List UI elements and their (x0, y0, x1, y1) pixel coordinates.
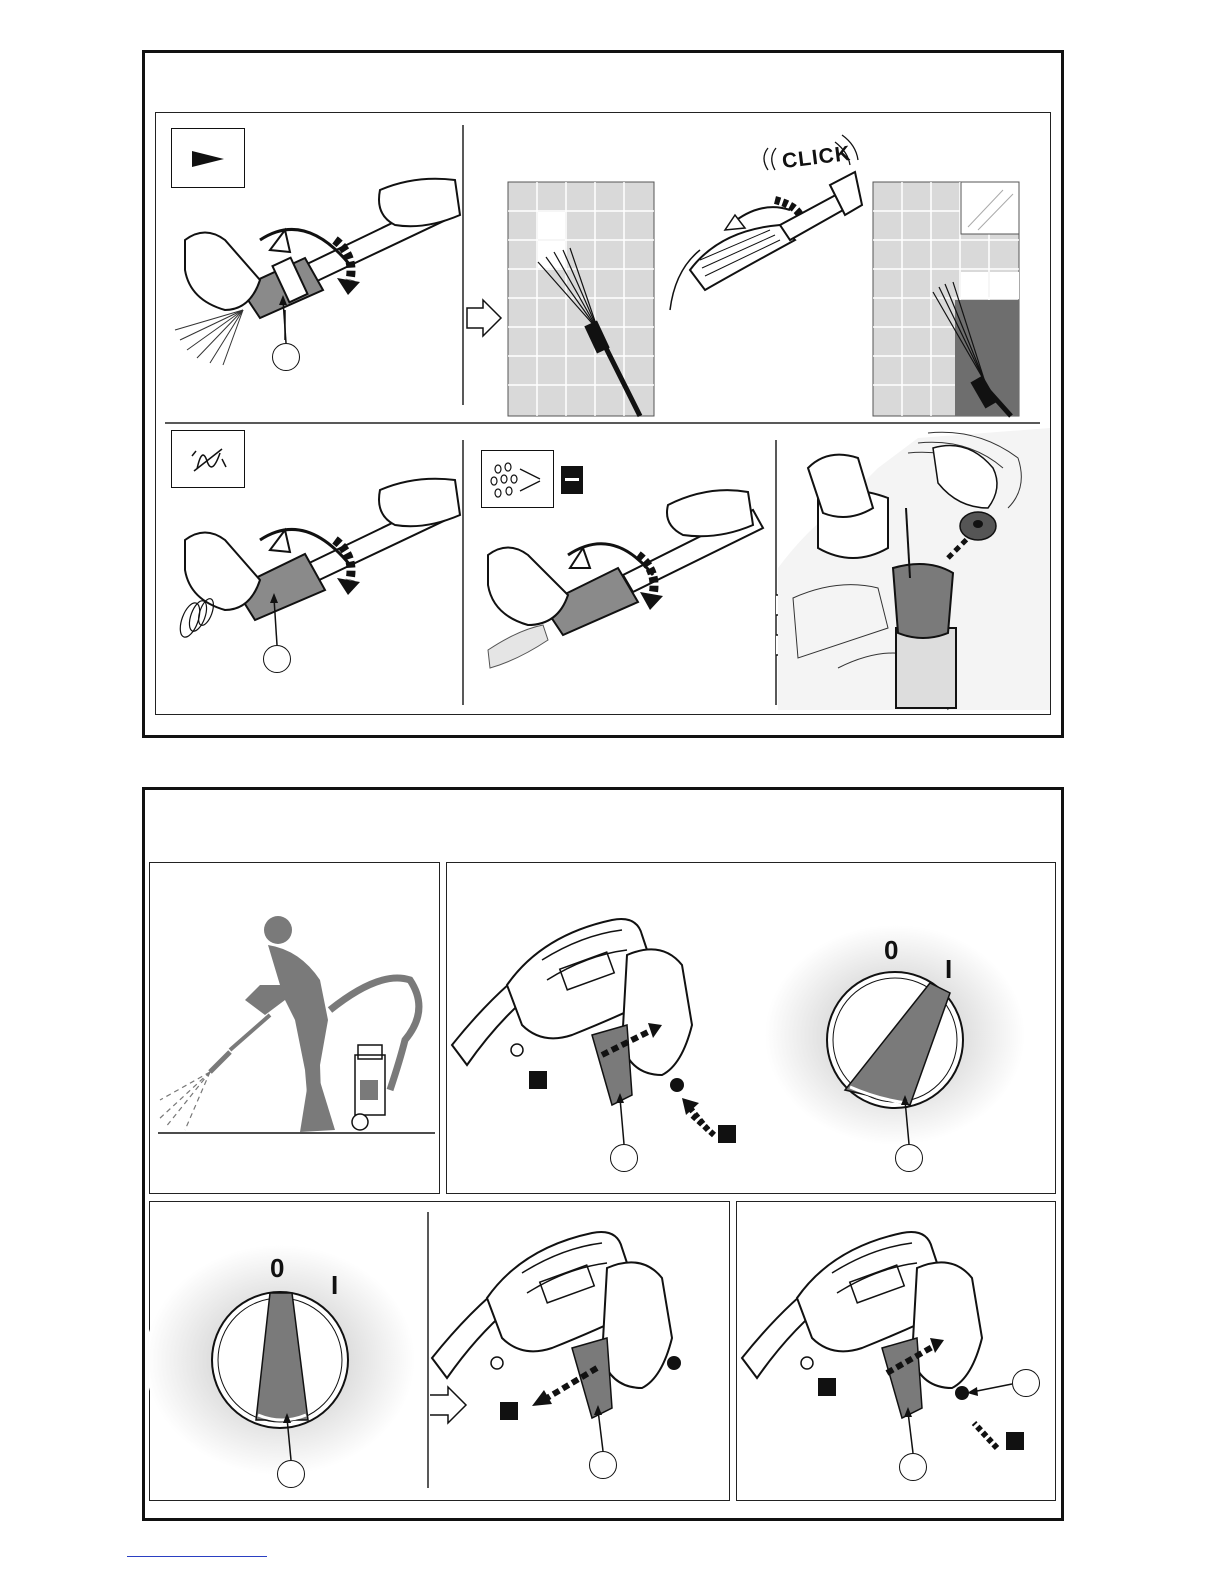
footer-underline (127, 1556, 267, 1557)
